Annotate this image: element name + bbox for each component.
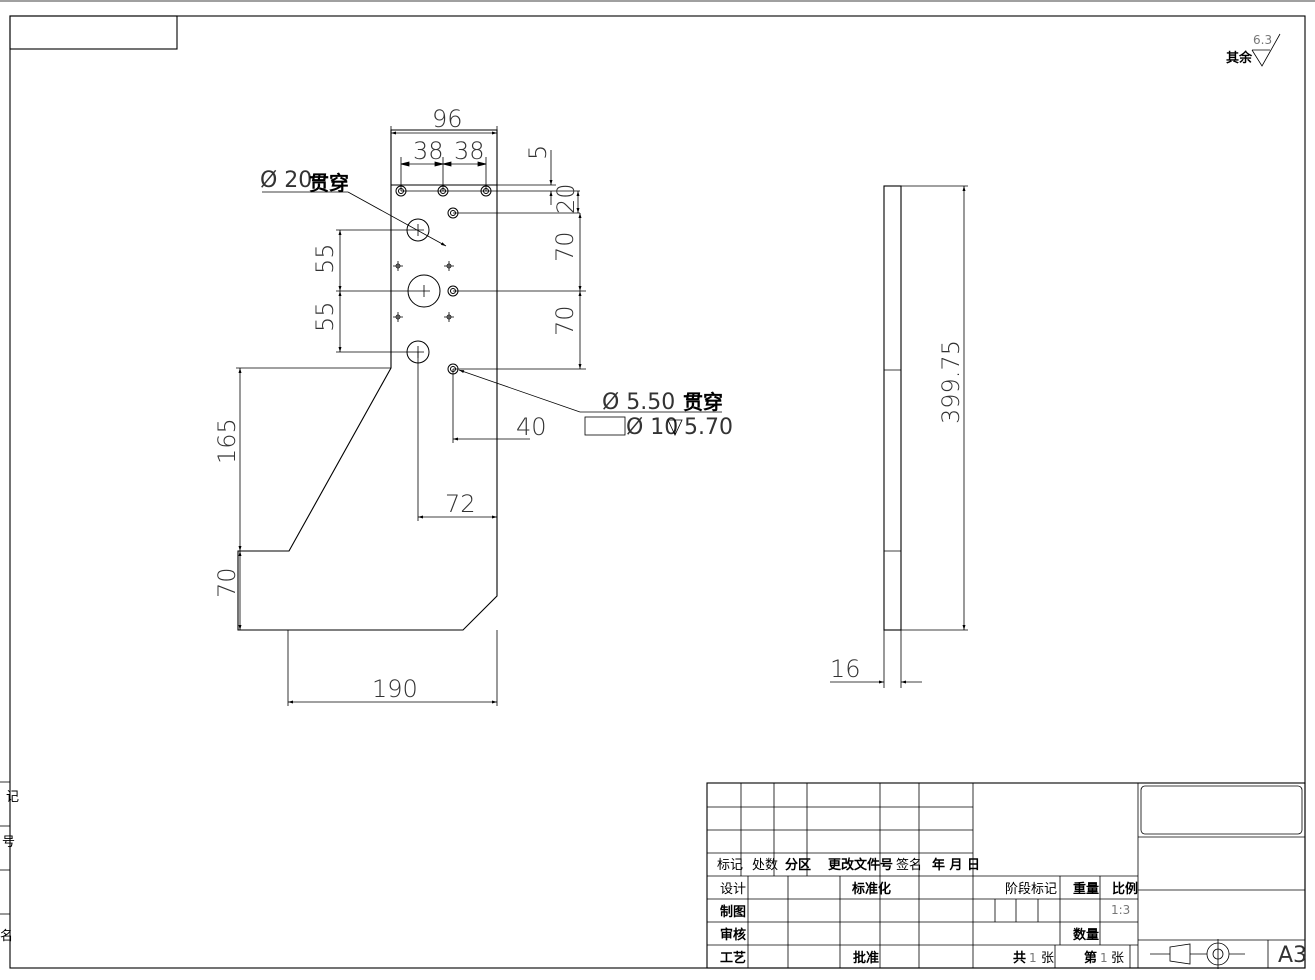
stage-label: 阶段标记 xyxy=(1005,882,1057,897)
small-hole-note: 贯穿 xyxy=(683,390,723,414)
header-sign: 签名 xyxy=(896,857,922,873)
dim-edge-offset: 5 xyxy=(524,145,552,160)
header-count: 处数 xyxy=(752,858,778,873)
depth-icon xyxy=(667,419,683,436)
sheet-total-value: 1 xyxy=(1029,951,1037,965)
header-date: 年 月 日 xyxy=(932,857,980,873)
dim-vertical-spacing-2: 70 xyxy=(551,305,579,336)
counterbore-depth: 5.70 xyxy=(684,415,733,440)
dim-small-hole-offset-x: 40 xyxy=(516,413,547,441)
sheet-num-prefix: 第 xyxy=(1084,950,1097,966)
dim-side-height: 399.75 xyxy=(937,340,965,424)
large-hole-note: 贯穿 xyxy=(309,171,349,195)
left-margin-labels: 记 号 名 xyxy=(0,781,19,944)
callout-small-hole: Ø 5.50 贯穿 Ø 10 5.70 xyxy=(458,369,733,440)
dim-hole-pitch-right: 38 xyxy=(454,137,485,165)
role-design: 设计 xyxy=(720,882,746,897)
scale-value: 1:3 xyxy=(1111,903,1130,917)
margin-label-2: 号 xyxy=(2,835,15,850)
header-mark: 标记 xyxy=(717,858,743,873)
large-hole-dia: Ø 20 xyxy=(260,168,312,193)
projection-symbol-icon xyxy=(1150,939,1245,969)
front-view: 96 38 38 5 20 70 70 55 55 40 72 165 70 1… xyxy=(213,105,733,706)
callout-large-hole: Ø 20 贯穿 xyxy=(260,168,447,247)
sheet-num-value: 1 xyxy=(1100,951,1108,965)
dim-large-hole-offset-x: 72 xyxy=(445,490,476,518)
dim-pattern-spacing-upper: 55 xyxy=(311,243,339,274)
quantity-label: 数量 xyxy=(1073,927,1099,943)
small-hole-dia: Ø 5.50 xyxy=(602,390,675,415)
standardization-label: 标准化 xyxy=(851,881,891,897)
surface-finish-symbol: 其余 6.3 xyxy=(1226,33,1281,67)
hole-pattern xyxy=(393,185,492,375)
scale-label: 比例 xyxy=(1112,881,1138,897)
role-process: 工艺 xyxy=(720,950,746,966)
dim-vertical-spacing-1: 70 xyxy=(551,231,579,262)
dim-top-width: 96 xyxy=(432,105,463,133)
sheet-total-unit: 张 xyxy=(1041,951,1054,966)
dim-lower-height: 165 xyxy=(213,418,241,464)
header-zone: 分区 xyxy=(785,857,811,873)
sheet-num-unit: 张 xyxy=(1111,951,1124,966)
margin-label-4: 名 xyxy=(0,928,13,944)
dim-overall-width: 190 xyxy=(372,675,418,703)
approval-label: 批准 xyxy=(853,950,879,966)
dim-hole-pitch-left: 38 xyxy=(413,137,444,165)
side-view: 399.75 16 xyxy=(830,185,968,688)
part-outline xyxy=(237,129,498,631)
header-change-doc: 更改文件号 xyxy=(828,857,893,873)
dim-top-hole-offset: 20 xyxy=(552,183,580,214)
dim-side-thickness: 16 xyxy=(830,655,861,683)
dim-pattern-spacing-lower: 55 xyxy=(311,301,339,332)
sheet-total-prefix: 共 xyxy=(1013,950,1026,966)
role-draw: 制图 xyxy=(720,904,746,920)
paper-size: A3 xyxy=(1278,943,1307,968)
role-check: 审核 xyxy=(720,927,746,943)
weight-label: 重量 xyxy=(1073,881,1099,897)
margin-label-1: 记 xyxy=(6,790,19,805)
dim-base-height: 70 xyxy=(213,567,241,598)
counterbore-dia: Ø 10 xyxy=(626,415,678,440)
surface-finish-value: 6.3 xyxy=(1253,33,1272,47)
surface-finish-prefix: 其余 xyxy=(1226,50,1253,66)
title-block: 标记 处数 分区 更改文件号 签名 年 月 日 设计 制图 审核 工艺 标准化 … xyxy=(706,782,1307,969)
